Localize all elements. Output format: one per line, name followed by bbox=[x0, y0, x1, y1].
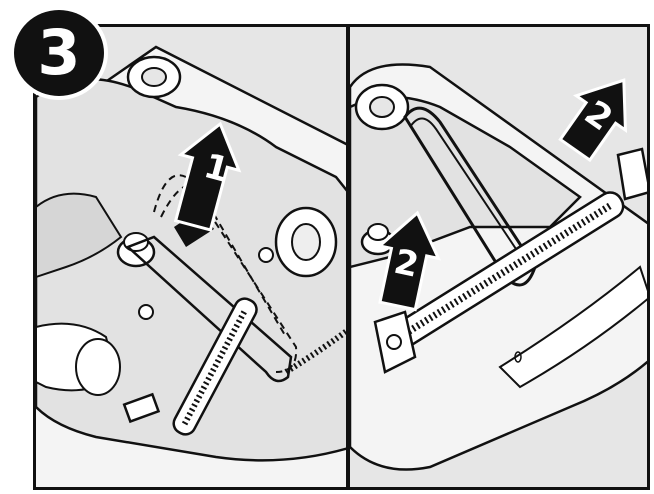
panel-remove-brushroll: 2 2 bbox=[347, 24, 650, 490]
panel-remove-belt: 1 bbox=[33, 24, 349, 490]
vacuum-underside-right-illustration: 2 2 bbox=[350, 27, 650, 490]
vacuum-underside-left-illustration: 1 bbox=[36, 27, 349, 490]
step-number-badge: 3 bbox=[14, 10, 104, 96]
